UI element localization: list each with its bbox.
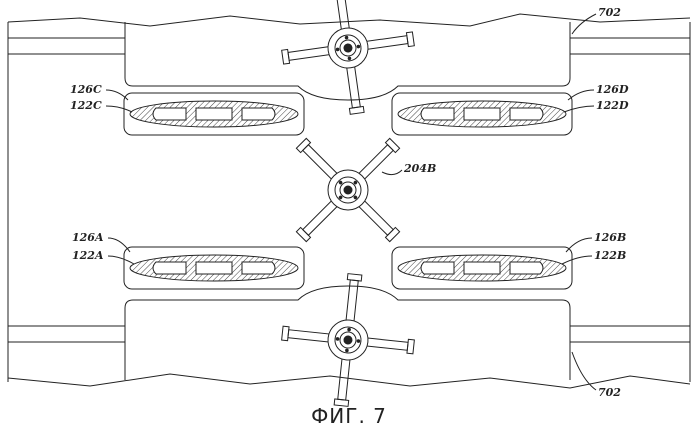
label-122A: 122A xyxy=(72,249,104,262)
figure-caption: ФИГ. 7 xyxy=(0,404,698,428)
bottom-break-line xyxy=(8,374,690,388)
label-122B: 122B xyxy=(594,249,626,262)
label-126A: 126A xyxy=(72,231,104,244)
label-122C: 122C xyxy=(70,99,102,112)
label-126B: 126B xyxy=(594,231,626,244)
label-122D: 122D xyxy=(596,99,629,112)
label-126C: 126C xyxy=(70,83,102,96)
label-204B: 204B xyxy=(403,162,436,175)
pod-top-left xyxy=(124,93,304,135)
label-702-top: 702 xyxy=(598,6,621,19)
center-rotor-204B xyxy=(255,97,442,284)
label-126D: 126D xyxy=(596,83,629,96)
pod-bottom-right xyxy=(392,247,572,289)
pod-bottom-left xyxy=(124,247,304,289)
pod-top-right xyxy=(392,93,572,135)
top-rotor xyxy=(273,0,422,123)
label-702-bottom: 702 xyxy=(598,386,621,399)
